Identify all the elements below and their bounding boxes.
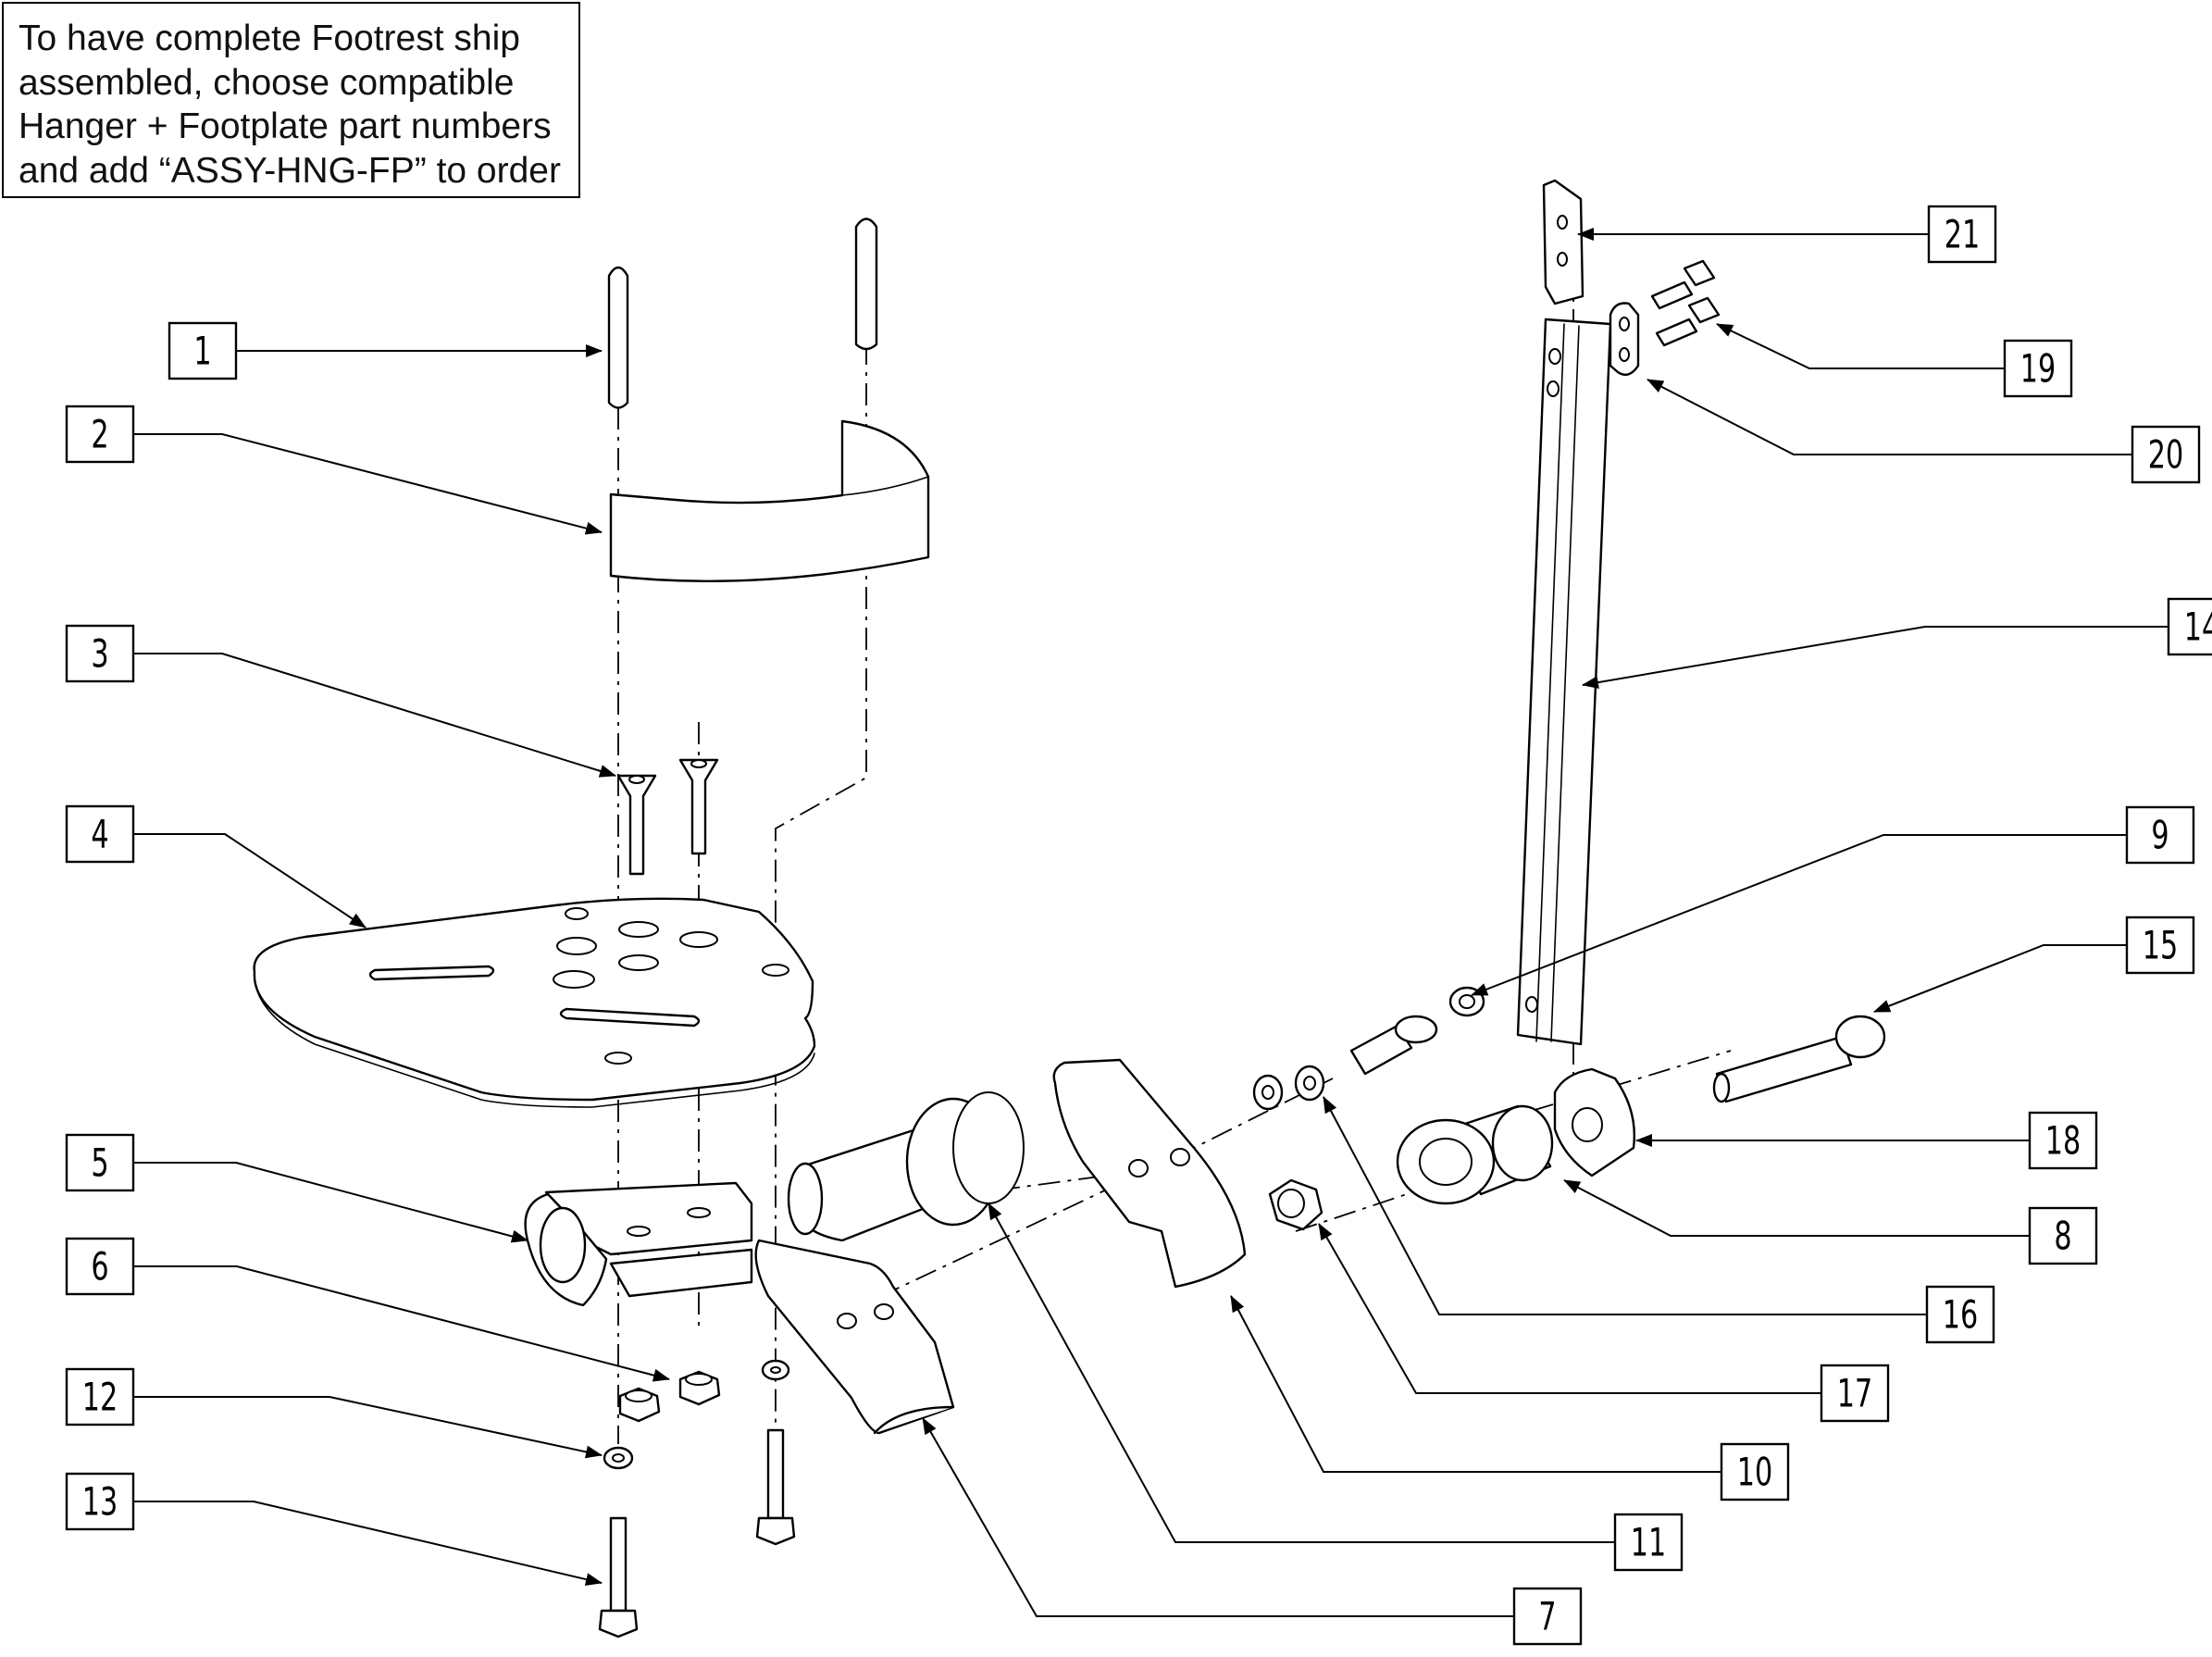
callout-20-label: 20 bbox=[2148, 431, 2183, 477]
callout-21-label: 21 bbox=[1945, 211, 1980, 256]
plate-part-20 bbox=[1609, 302, 1640, 376]
pivot-tube-part-8 bbox=[1396, 1104, 1554, 1205]
callout-13-label: 13 bbox=[82, 1478, 118, 1524]
washers-part-16 bbox=[1252, 1065, 1325, 1111]
cap-screw-part-9 bbox=[1349, 986, 1485, 1076]
note-line-1: To have complete Footrest ship bbox=[19, 19, 520, 58]
callout-5-label: 5 bbox=[91, 1140, 108, 1185]
callout-1-label: 1 bbox=[193, 328, 211, 373]
clamp-half-part-10 bbox=[1052, 1058, 1247, 1289]
callout-10: 10 bbox=[1720, 1442, 1790, 1501]
callout-13: 13 bbox=[65, 1472, 135, 1531]
callout-16-label: 16 bbox=[1943, 1291, 1978, 1337]
callout-labels: 1 2 3 4 5 6 12 13 21 19 20 14 9 15 18 bbox=[65, 205, 2212, 1646]
callout-19: 19 bbox=[2003, 339, 2073, 398]
spacer-tube-part-11 bbox=[787, 1091, 1025, 1242]
pin-part-1 bbox=[607, 218, 878, 409]
callout-4-label: 4 bbox=[91, 811, 108, 856]
callout-11-label: 11 bbox=[1631, 1519, 1666, 1564]
bolts-part-13 bbox=[598, 1428, 796, 1638]
callout-8: 8 bbox=[2028, 1206, 2098, 1265]
leader-lines bbox=[134, 228, 2168, 1617]
screws-part-19 bbox=[1650, 259, 1721, 347]
hanger-tube-part-14 bbox=[1516, 318, 1612, 1046]
assembly-note-box: To have complete Footrest ship assembled… bbox=[2, 2, 580, 198]
callout-21: 21 bbox=[1927, 205, 1997, 264]
callout-3: 3 bbox=[65, 624, 135, 683]
callout-14: 14 bbox=[2167, 597, 2212, 656]
note-line-3: Hanger + Footplate part numbers bbox=[19, 106, 552, 146]
callout-8-label: 8 bbox=[2054, 1213, 2071, 1258]
callout-18-label: 18 bbox=[2045, 1117, 2081, 1163]
callout-7-label: 7 bbox=[1538, 1593, 1556, 1638]
long-bolt-part-15 bbox=[1712, 1015, 1886, 1103]
callout-17-label: 17 bbox=[1837, 1370, 1872, 1415]
callout-2: 2 bbox=[65, 405, 135, 464]
footplate-part-4 bbox=[253, 897, 816, 1108]
bracket-part-7 bbox=[754, 1239, 955, 1435]
callout-7: 7 bbox=[1512, 1587, 1583, 1646]
callout-12-label: 12 bbox=[82, 1374, 118, 1419]
callout-5: 5 bbox=[65, 1133, 135, 1192]
clamp-block-part-5 bbox=[524, 1181, 753, 1307]
callout-1: 1 bbox=[168, 321, 238, 380]
callout-3-label: 3 bbox=[91, 630, 108, 676]
washer-part-12 bbox=[603, 1359, 790, 1470]
callout-6-label: 6 bbox=[91, 1243, 108, 1289]
callout-9: 9 bbox=[2125, 805, 2195, 865]
callout-2-label: 2 bbox=[91, 411, 108, 456]
top-insert-part-21 bbox=[1542, 179, 1584, 305]
note-line-4: and add “ASSY-HNG-FP” to order bbox=[19, 150, 561, 191]
callout-18: 18 bbox=[2028, 1111, 2098, 1170]
callout-15-label: 15 bbox=[2143, 922, 2178, 967]
callout-14-label: 14 bbox=[2184, 604, 2212, 649]
callout-17: 17 bbox=[1820, 1364, 1890, 1423]
pivot-block-part-18 bbox=[1553, 1067, 1635, 1177]
callout-10-label: 10 bbox=[1737, 1449, 1772, 1494]
note-line-2: assembled, choose compatible bbox=[19, 62, 515, 103]
callout-20: 20 bbox=[2131, 425, 2201, 484]
heel-strap-part-2 bbox=[609, 419, 930, 582]
flat-screws-part-3 bbox=[616, 758, 719, 876]
callout-12: 12 bbox=[65, 1367, 135, 1427]
nuts-part-6 bbox=[618, 1370, 721, 1423]
callout-9-label: 9 bbox=[2151, 812, 2169, 857]
callout-4: 4 bbox=[65, 804, 135, 864]
callout-15: 15 bbox=[2125, 916, 2195, 975]
callout-19-label: 19 bbox=[2020, 345, 2056, 391]
callout-6: 6 bbox=[65, 1237, 135, 1296]
nut-part-17 bbox=[1268, 1178, 1323, 1231]
callout-11: 11 bbox=[1613, 1513, 1684, 1572]
callout-16: 16 bbox=[1925, 1285, 1995, 1344]
